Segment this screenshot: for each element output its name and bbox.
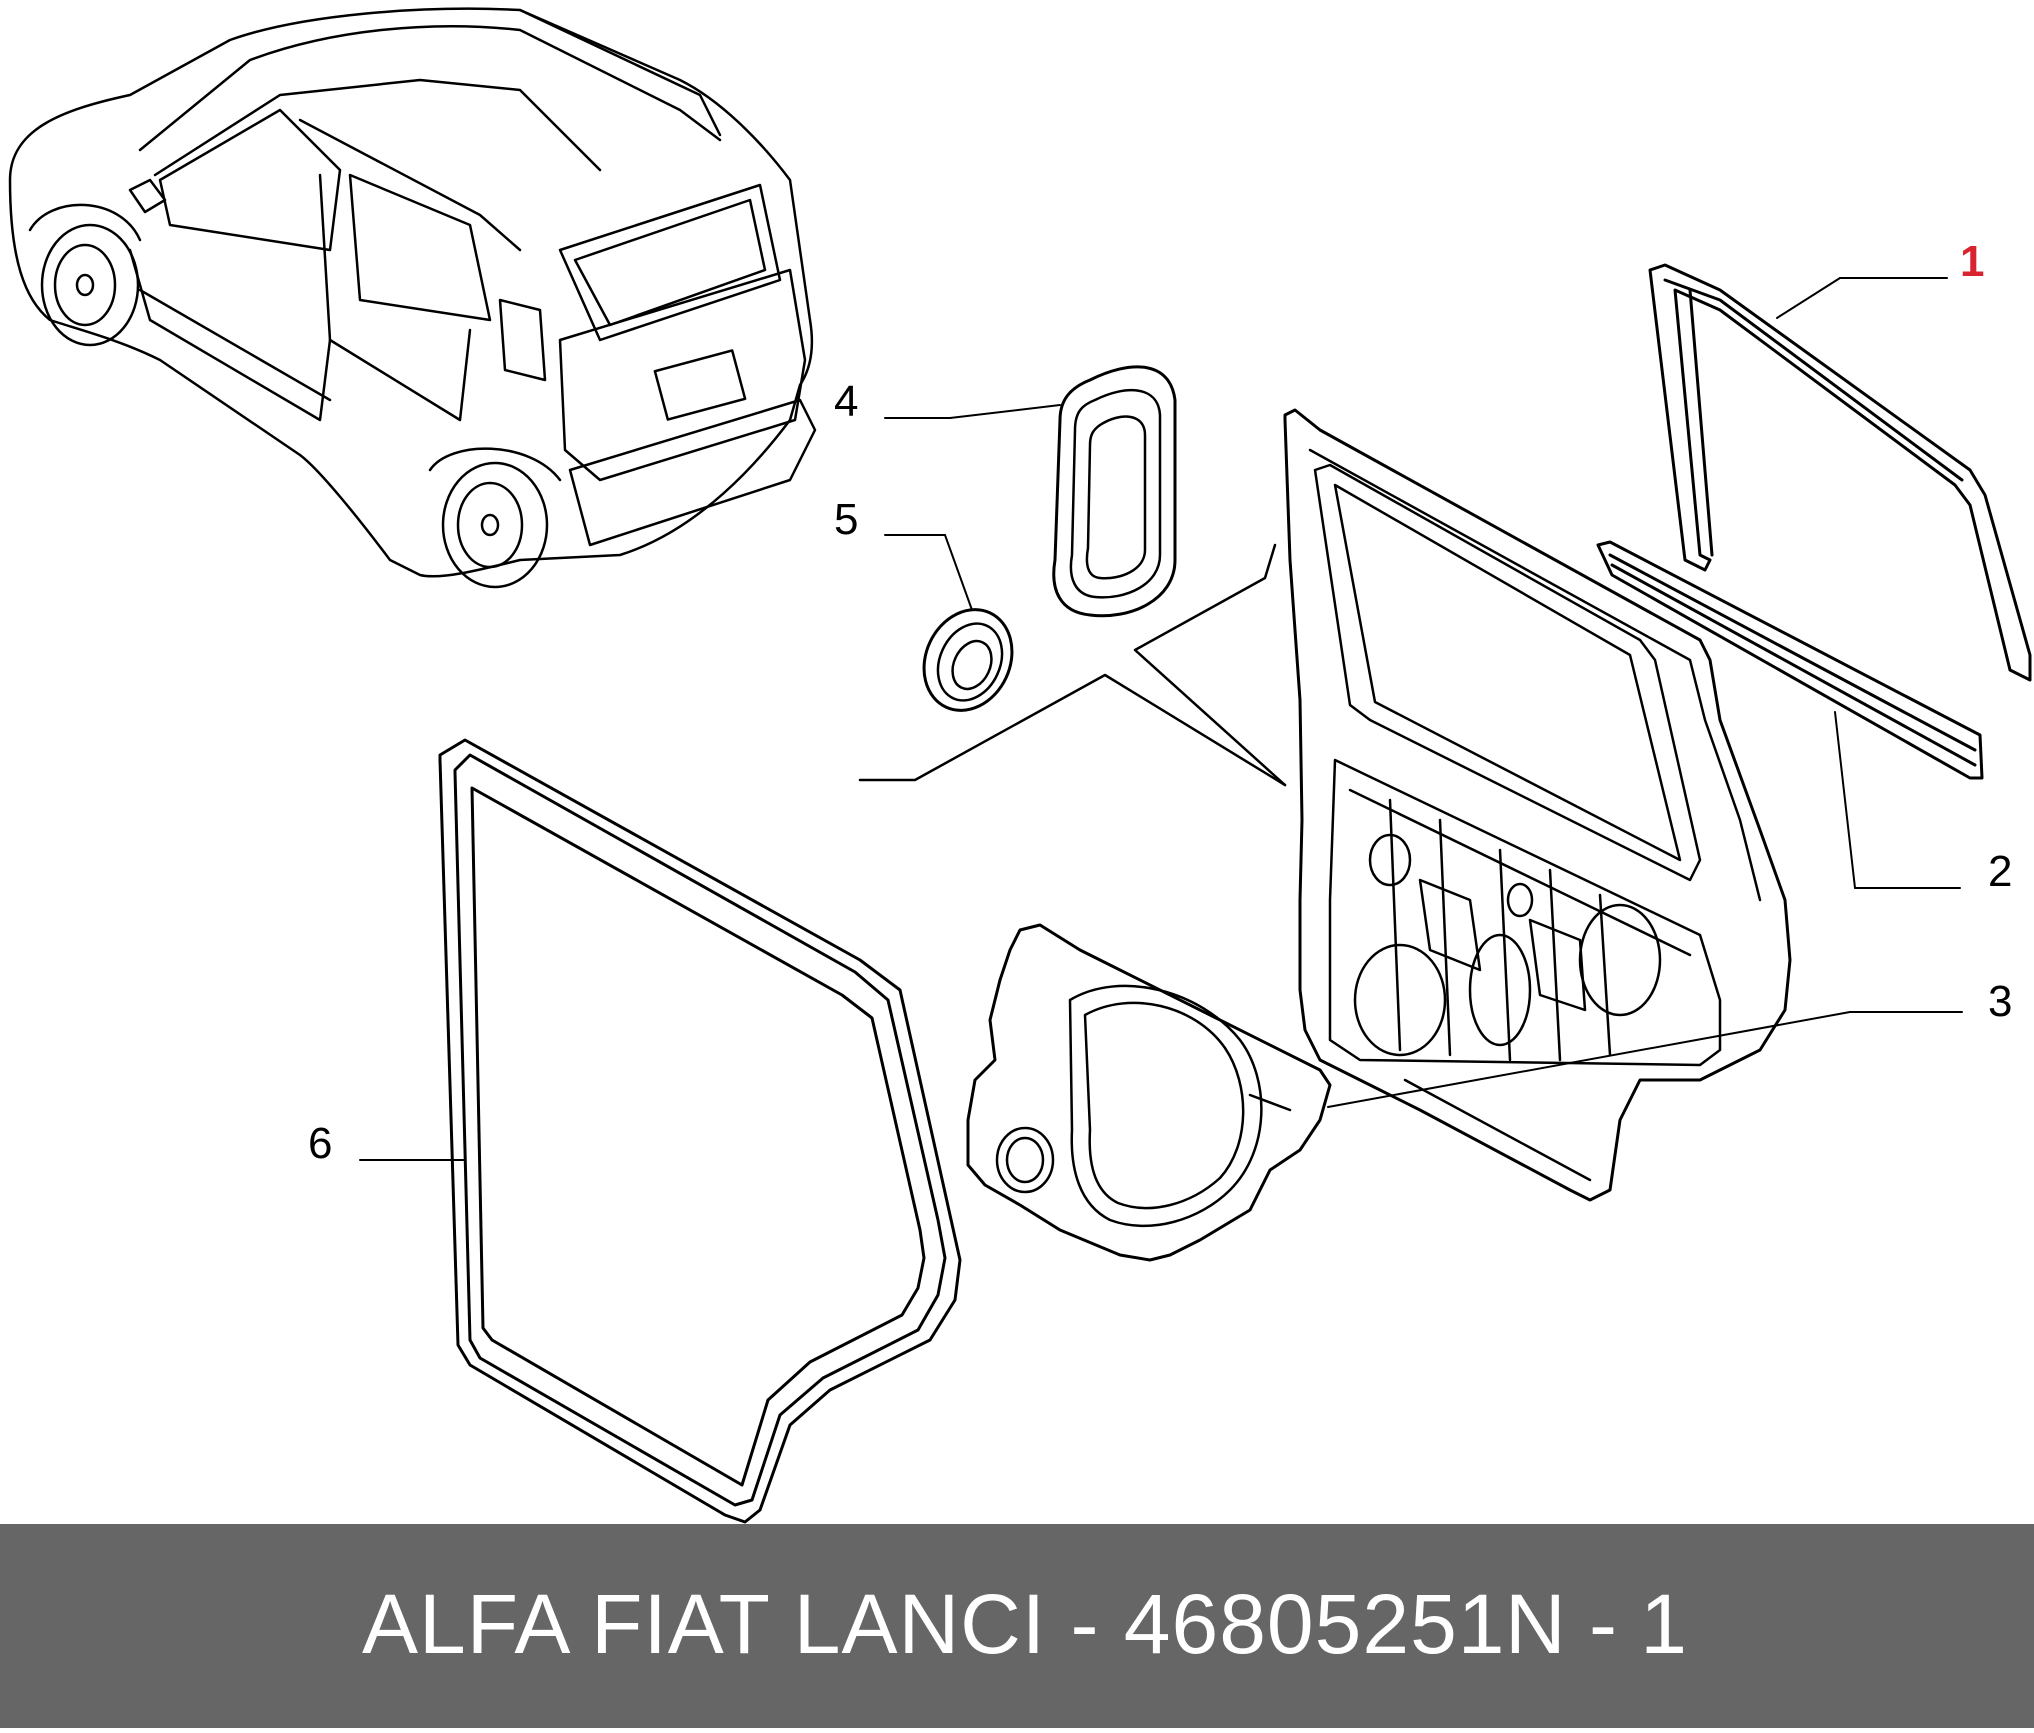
callout-5: 5 [834,495,859,544]
part-2-beltline-weatherstrip [1596,540,1984,780]
leader-3b [1327,1011,1851,1108]
leader-2b [1834,711,1856,889]
callout-1: 1 [1953,237,1991,286]
callout-6: 6 [308,1119,333,1168]
part-number-text: ALFA FIAT LANCI - 46805251 [362,1577,1506,1671]
assembly-bracket-lines [858,543,1592,1182]
footer-bar: ALFA FIAT LANCI - 46805251 N - 1 [0,1524,2034,1728]
callout-4: 4 [834,377,859,426]
leader-1b [1776,277,1841,319]
catalog-code: N - 1 [1505,1577,1688,1671]
leader-5b [944,534,973,611]
part-3-door-membrane [966,923,1332,1262]
callout-3: 3 [1988,977,2013,1026]
callout-2: 2 [1988,847,2013,896]
door-shell [1283,408,1792,1202]
car-illustration [8,7,817,589]
part-5-round-grommet [922,608,1014,712]
leader-lines [359,277,1963,1161]
part-1-window-channel-seal [1648,263,2032,682]
part-4-oval-grommet [1052,365,1177,618]
part-6-door-frame-seal [438,738,962,1524]
leader-4b [949,404,1061,419]
